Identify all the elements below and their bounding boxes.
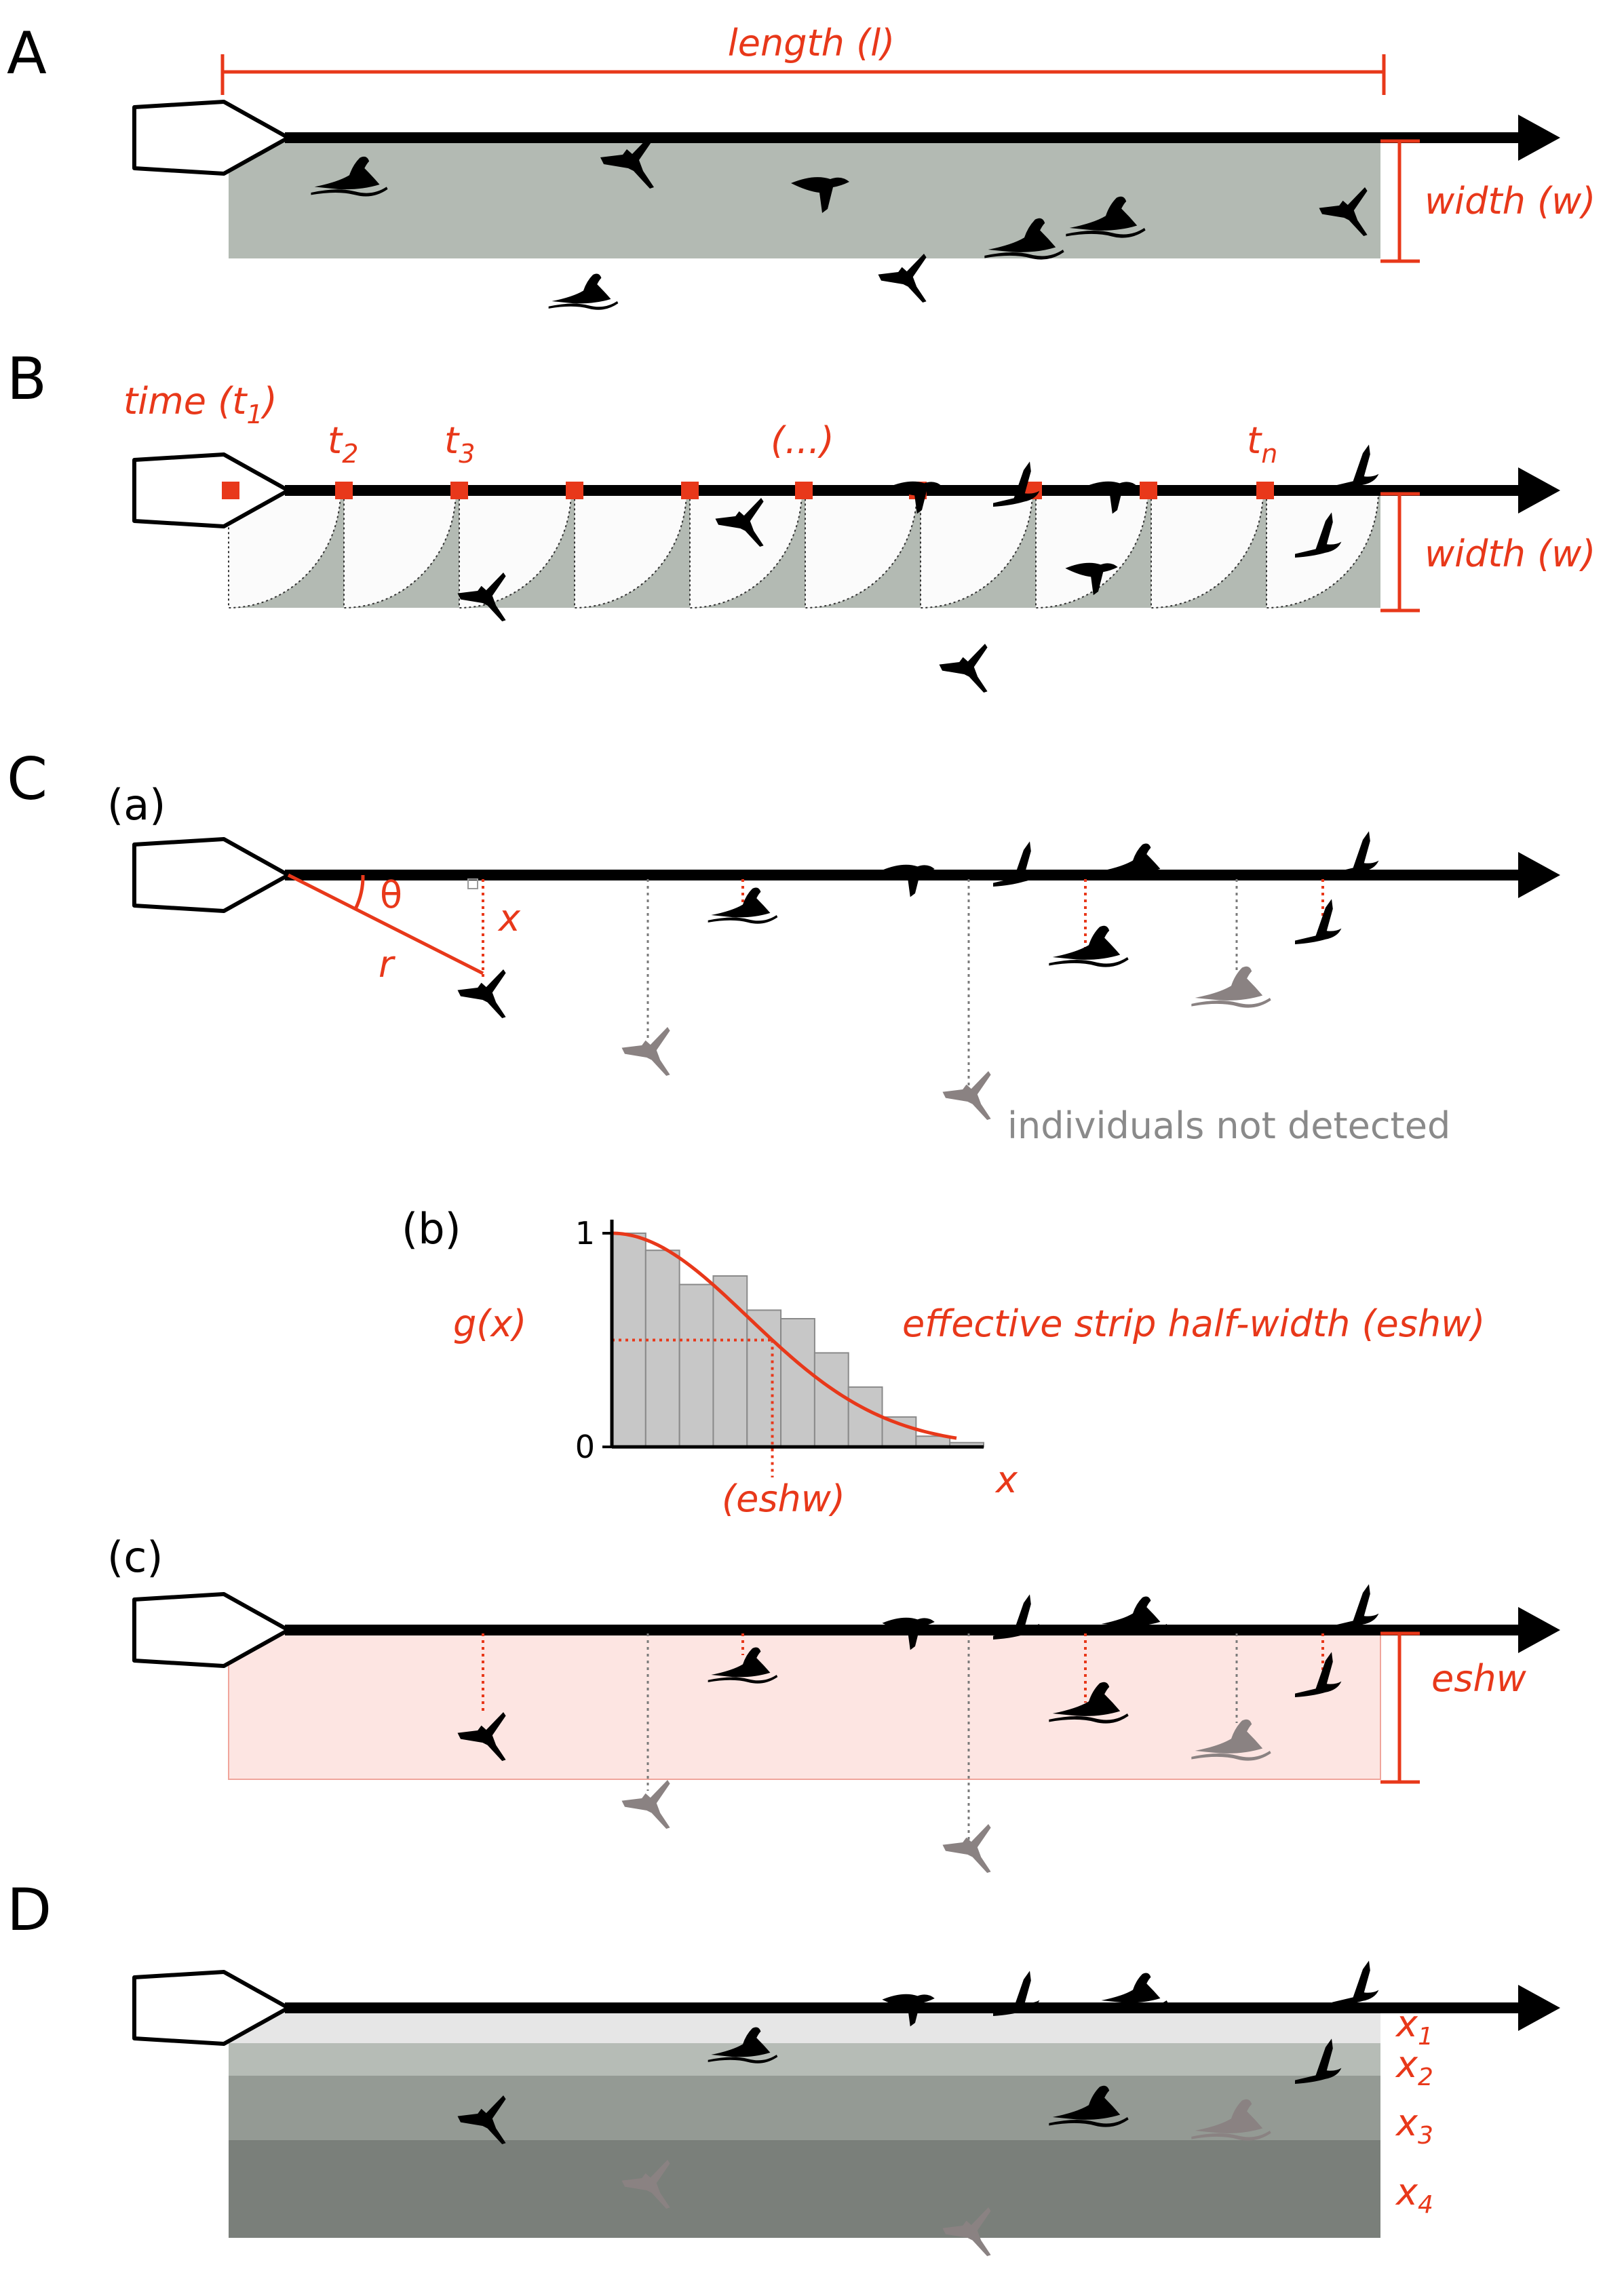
band-label-4: x4	[1395, 2171, 1433, 2219]
arrow-head	[1518, 467, 1560, 514]
bird-swimming-icon	[1049, 925, 1129, 967]
histogram-bar	[780, 1318, 815, 1448]
y-tick-label: 1	[575, 1215, 595, 1252]
histogram-bar	[813, 1352, 849, 1448]
width-label: width (w)	[1425, 532, 1596, 575]
snapshot-arc	[1035, 490, 1149, 609]
boat-icon	[132, 837, 290, 913]
x-axis-label: x	[994, 1458, 1018, 1501]
boat-icon	[132, 1592, 290, 1668]
panel-letter-a: A	[7, 20, 47, 88]
band-label-1: x1	[1395, 2002, 1433, 2051]
distance-band-1	[229, 2008, 1380, 2043]
distance-band-2	[229, 2043, 1380, 2076]
eshw-label: eshw	[1431, 1657, 1527, 1700]
bird-flying-icon	[1332, 1584, 1379, 1629]
bird-flying-icon	[939, 644, 988, 693]
panel-letter-d: D	[7, 1876, 52, 1944]
t2-label: t2	[328, 419, 358, 469]
histogram-bar	[644, 1249, 680, 1448]
theta-label: θ	[380, 874, 402, 916]
sub-panel-c-label: (c)	[107, 1532, 163, 1582]
time-marker	[681, 482, 699, 499]
band-label-2: x2	[1395, 2043, 1433, 2091]
panel-letter-b: B	[7, 345, 47, 413]
snapshot-arc	[343, 490, 457, 609]
boat-icon	[132, 452, 290, 528]
histogram-bar	[678, 1283, 714, 1448]
time-marker	[335, 482, 353, 499]
bird-flying-icon	[1295, 899, 1342, 944]
undetected-bird-icon	[621, 1027, 670, 1076]
x-label: x	[497, 897, 521, 939]
not-detected-label: individuals not detected	[1007, 1104, 1450, 1147]
ellipsis-label: (...)	[771, 419, 834, 462]
time-marker	[450, 482, 468, 499]
snapshot-arc	[228, 490, 342, 609]
snapshot-arc	[1151, 490, 1264, 609]
arrow-head	[1518, 1985, 1560, 2031]
strip-area	[229, 138, 1380, 258]
time-marker	[795, 482, 813, 499]
panel-b: B time (t1) t2 t3 (...) tn width (w)	[7, 345, 1596, 693]
bird-flying-icon	[1332, 1960, 1379, 2006]
undetected-bird-icon	[942, 1071, 991, 1120]
r-line	[287, 873, 484, 975]
snapshot-arc	[574, 490, 688, 609]
eshw-full-label: effective strip half-width (eshw)	[902, 1302, 1485, 1345]
boat-icon	[132, 100, 290, 176]
tn-label: tn	[1247, 419, 1277, 469]
distance-band-4	[229, 2140, 1380, 2238]
length-label: length (l)	[728, 22, 895, 64]
right-angle-marker	[467, 878, 478, 889]
bird-swimming-icon	[548, 273, 619, 310]
panel-letter-c: C	[7, 745, 47, 813]
bird-flying-icon	[1332, 444, 1379, 490]
snapshot-arc	[805, 490, 919, 609]
panel-a: A length (l) width (w)	[7, 20, 1596, 310]
band-label-3: x3	[1395, 2101, 1433, 2150]
time-label: time (t1)	[123, 380, 277, 429]
undetected-bird-icon	[1191, 966, 1271, 1008]
arrow-head	[1518, 115, 1560, 161]
histogram-bar	[881, 1416, 917, 1448]
width-label: width (w)	[1425, 180, 1596, 222]
undetected-bird-icon	[942, 1824, 991, 1873]
time-marker	[1140, 482, 1157, 499]
theta-arc	[353, 874, 365, 910]
boat-icon	[132, 1970, 290, 2046]
gx-label: g(x)	[453, 1302, 526, 1345]
sub-panel-a-label: (a)	[107, 780, 166, 830]
t3-label: t3	[444, 419, 475, 469]
arrow-head	[1518, 852, 1560, 898]
snapshot-arc	[459, 490, 573, 609]
eshw-axis-label: (eshw)	[722, 1477, 845, 1520]
y-tick-label: 0	[575, 1429, 595, 1465]
bird-flying-icon	[878, 254, 927, 303]
panel-d: D x1 x2 x3 x4	[7, 1876, 1560, 2256]
snapshot-markers	[222, 482, 1274, 499]
snapshot-arcs	[228, 490, 1380, 609]
undetected-bird-icon	[621, 1780, 670, 1829]
eshw-strip	[228, 1629, 1381, 1780]
sub-panel-b-label: (b)	[402, 1204, 461, 1254]
time-marker	[566, 482, 583, 499]
bird-soaring-icon	[882, 864, 935, 897]
arrow-head	[1518, 1607, 1560, 1653]
histogram-bar	[847, 1386, 883, 1448]
panel-c: C (a) θ r x individuals not detected	[7, 745, 1560, 1873]
detection-curve	[611, 1231, 957, 1440]
histogram-bar	[712, 1275, 748, 1448]
time-marker	[1256, 482, 1274, 499]
distance-band-3	[229, 2076, 1380, 2140]
time-marker	[222, 482, 239, 499]
detection-function-chart: 10	[575, 1215, 984, 1477]
r-label: r	[379, 943, 395, 986]
snapshot-arc	[920, 490, 1034, 609]
